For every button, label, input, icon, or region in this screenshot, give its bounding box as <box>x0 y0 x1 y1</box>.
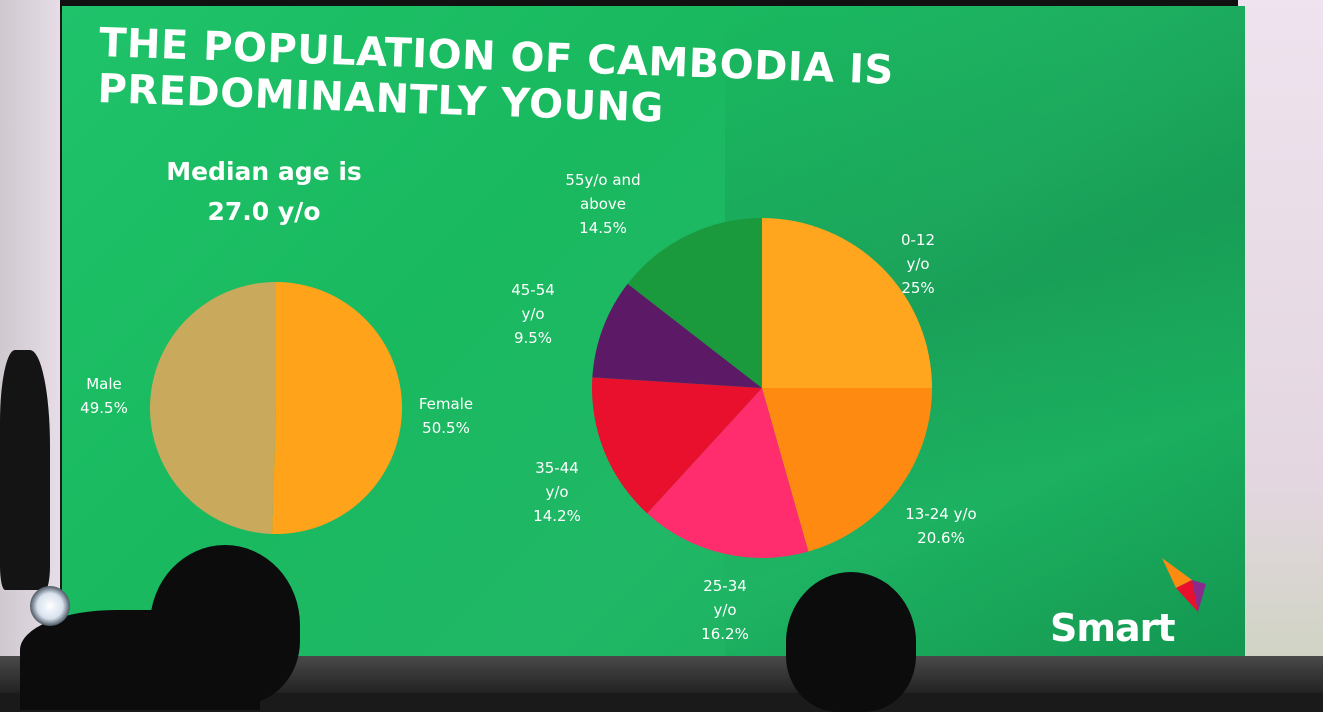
label-age-0-12-line-1: 0-12 <box>900 231 936 249</box>
label-male-line-2: 49.5% <box>80 399 128 417</box>
label-age-45-54-line-1: 45-54 <box>511 281 555 299</box>
presentation-screen: THE POPULATION OF CAMBODIA IS PREDOMINAN… <box>62 6 1245 656</box>
label-age-13-24-line-2: 20.6% <box>917 529 965 547</box>
label-age-45-54-line-2: y/o <box>521 305 545 323</box>
logo-mark-red <box>1176 580 1198 612</box>
pie-charts <box>150 218 932 558</box>
label-age-55-above-line-1: 55y/o and <box>565 171 641 189</box>
age-pie-slice-3 <box>592 377 762 514</box>
label-age-0-12-line-3: 25% <box>901 279 935 297</box>
logo-mark-purple <box>1192 580 1206 612</box>
room-wall-right <box>1238 0 1323 693</box>
label-female-line-2: 50.5% <box>422 419 470 437</box>
label-male: Male 49.5% <box>62 372 146 420</box>
logo-mark-orange <box>1162 558 1192 588</box>
label-age-25-34: 25-34 y/o 16.2% <box>682 574 768 646</box>
median-age-line-2: 27.0 y/o <box>207 197 321 226</box>
label-male-line-1: Male <box>86 375 122 393</box>
stage-light <box>30 586 70 626</box>
label-age-25-34-line-3: 16.2% <box>701 625 749 643</box>
gender-pie-slice-1 <box>150 282 276 534</box>
label-age-25-34-line-2: y/o <box>713 601 737 619</box>
label-female: Female 50.5% <box>406 392 486 440</box>
age-pie-slice-4 <box>592 283 762 388</box>
age-pie-slice-2 <box>647 388 809 558</box>
label-female-line-1: Female <box>418 395 474 413</box>
smart-logo-text: Smart <box>1050 606 1176 650</box>
smart-logo: Smart <box>1050 554 1210 654</box>
age-pie-slice-5 <box>627 218 762 388</box>
label-age-55-above-line-3: 14.5% <box>579 219 627 237</box>
label-age-0-12-line-2: y/o <box>906 255 930 273</box>
label-age-45-54: 45-54 y/o 9.5% <box>490 278 576 350</box>
label-age-55-above: 55y/o and above 14.5% <box>548 168 658 240</box>
median-age-line-1: Median age is <box>166 157 362 186</box>
label-age-13-24-line-1: 13-24 y/o <box>905 505 977 523</box>
gender-pie-slice-0 <box>272 282 403 534</box>
smart-logo-mark-icon <box>1162 558 1206 612</box>
label-age-35-44: 35-44 y/o 14.2% <box>514 456 600 528</box>
audience-head-right <box>786 572 916 712</box>
label-age-55-above-line-2: above <box>580 195 626 213</box>
median-age: Median age is 27.0 y/o <box>134 152 394 232</box>
age-pie-slice-1 <box>762 388 932 552</box>
label-age-0-12: 0-12 y/o 25% <box>878 228 958 300</box>
label-age-25-34-line-1: 25-34 <box>703 577 747 595</box>
label-age-35-44-line-2: y/o <box>545 483 569 501</box>
label-age-45-54-line-3: 9.5% <box>513 329 553 347</box>
label-age-13-24: 13-24 y/o 20.6% <box>886 502 996 550</box>
presenter-silhouette <box>0 350 50 590</box>
label-age-35-44-line-1: 35-44 <box>535 459 579 477</box>
label-age-35-44-line-3: 14.2% <box>533 507 581 525</box>
age-pie-slice-0 <box>762 218 932 388</box>
